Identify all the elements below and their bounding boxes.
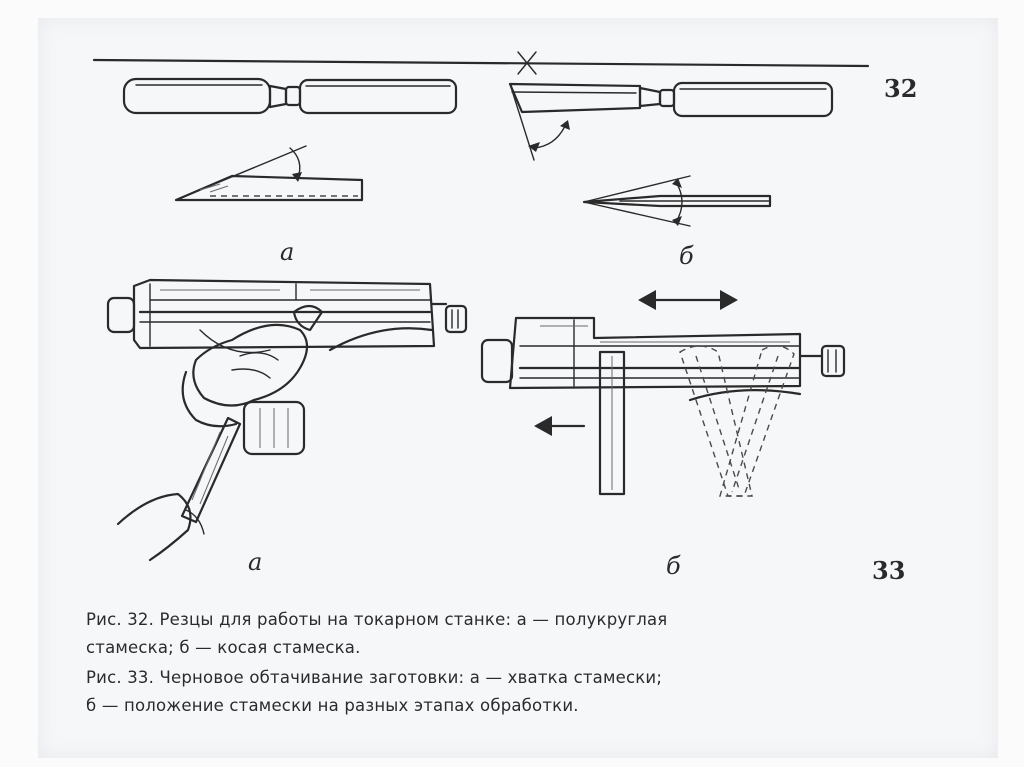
fig33-label-b: б: [666, 552, 681, 580]
caption-line-1: Рис. 32. Резцы для работы на токарном ст…: [86, 610, 668, 629]
double-arrow-icon: [638, 290, 738, 310]
fig32-label-b: б: [679, 242, 694, 270]
caption-line-4: б — положение стамески на разных этапах …: [86, 696, 579, 715]
left-arrow-icon: [534, 416, 586, 436]
skew-angle-diagram: [582, 175, 772, 227]
chisel-positions-dashed: [679, 345, 795, 497]
fig33-label-a: а: [248, 548, 263, 576]
tool-rest-post: [598, 350, 626, 496]
figure-number-33: 33: [872, 556, 906, 585]
lathe-workpiece-right: [480, 316, 846, 402]
gouge-tool-drawing: [122, 77, 458, 115]
skew-chisel-drawing: [508, 81, 834, 161]
hand-with-chisel: [116, 304, 324, 562]
caption-line-3: Рис. 33. Черновое обтачивание заготовки:…: [86, 668, 663, 687]
fig32-label-a: а: [280, 238, 295, 266]
caption-line-2: стамеска; б — косая стамеска.: [86, 638, 361, 657]
top-rule-line: [92, 58, 870, 68]
figure-number-32: 32: [884, 74, 918, 103]
lathe-workpiece-left: [106, 278, 468, 354]
rule-cross-mark: [517, 51, 537, 75]
gouge-angle-diagram: [174, 145, 364, 202]
